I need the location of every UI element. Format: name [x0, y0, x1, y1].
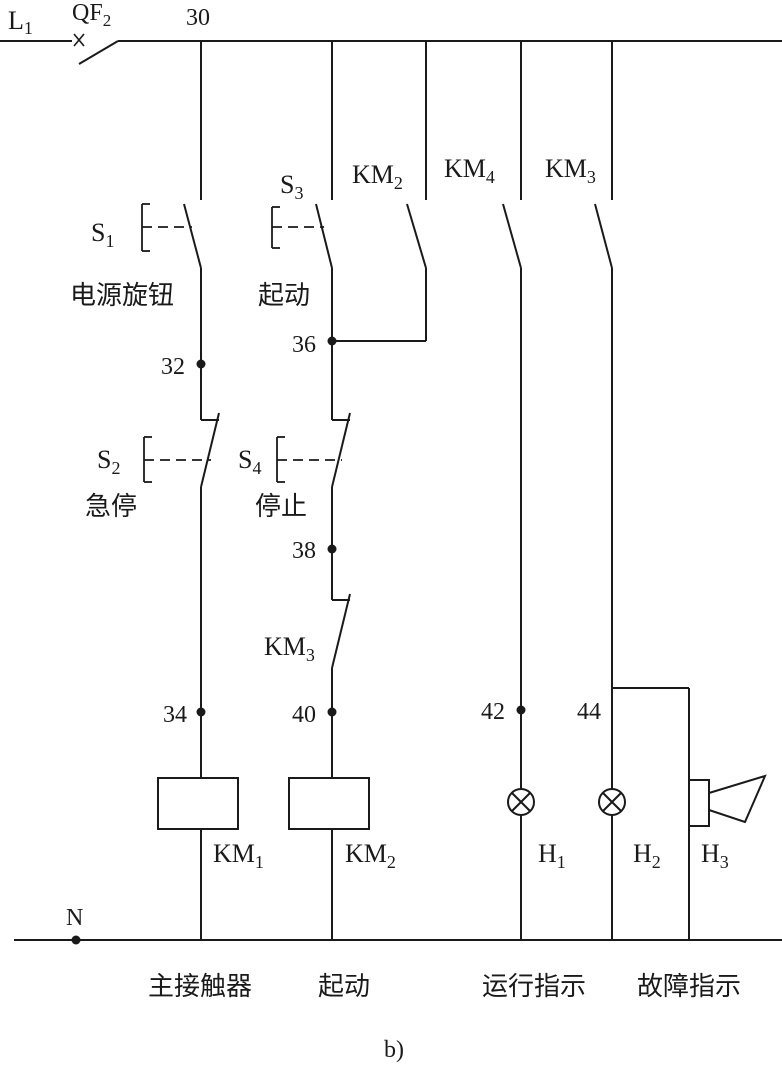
s2-label: S2 [97, 445, 120, 478]
s2-name: 急停 [85, 492, 137, 522]
node-32-label: 32 [161, 354, 185, 380]
node-44-label: 44 [577, 699, 601, 725]
s1-contact [141, 203, 202, 269]
km2-coil-label: KM2 [345, 839, 396, 872]
branch-run-indication [502, 41, 522, 940]
branch-label-main-contactor: 主接触器 [148, 972, 252, 1002]
node-32-dot [196, 359, 206, 369]
s4-label: S4 [238, 445, 261, 478]
branch-label-run-indication: 运行指示 [482, 972, 586, 1002]
neutral-junction [71, 935, 81, 945]
h2-label: H2 [633, 839, 661, 872]
s2-contact [143, 412, 220, 488]
km1-coil-label: KM1 [213, 839, 264, 872]
km3-nc-label: KM3 [264, 632, 315, 665]
s3-contact [271, 203, 333, 269]
km3-aux-label: KM3 [545, 154, 596, 187]
node-42-dot [516, 705, 526, 715]
km4-aux-label: KM4 [444, 154, 495, 187]
branch-label-fault-indication: 故障指示 [637, 972, 741, 1002]
s4-name: 停止 [255, 492, 307, 522]
km2-aux-contact [406, 203, 427, 269]
node-40-label: 40 [292, 702, 316, 728]
s1-name: 电源旋钮 [70, 281, 174, 311]
l1-label: L1 [8, 6, 33, 38]
node-42-label: 42 [481, 699, 505, 725]
node-40-dot [327, 707, 337, 717]
h2-lamp [598, 788, 626, 816]
neutral-label: N [66, 905, 83, 931]
node-34-dot [196, 707, 206, 717]
qf2-cross-mark [73, 33, 85, 47]
branch-label-start: 起动 [318, 972, 370, 1002]
km2-aux-label: KM2 [352, 160, 403, 193]
s4-contact [276, 412, 351, 488]
km2-coil [288, 777, 370, 830]
node-30-label: 30 [186, 5, 210, 31]
node-38-dot [327, 544, 337, 554]
node-34-label: 34 [163, 702, 187, 728]
h3-label: H3 [701, 839, 729, 872]
figure-caption: b) [384, 1037, 404, 1063]
qf2-breaker-blade [78, 40, 119, 65]
node-38-label: 38 [292, 538, 316, 564]
node-36-label: 36 [292, 332, 316, 358]
s3-label: S3 [280, 170, 303, 203]
s3-name: 起动 [258, 281, 310, 311]
h1-lamp [507, 788, 535, 816]
km1-coil [157, 777, 239, 830]
s1-label: S1 [91, 218, 114, 251]
node-36-dot [327, 336, 337, 346]
h1-label: H1 [538, 839, 566, 872]
qf2-label: QF2 [72, 0, 111, 30]
branch-fault-indication [594, 41, 690, 940]
labels: L1 QF2 30 S1 电源旋钮 S3 起动 KM2 KM4 KM3 32 3… [8, 0, 741, 1063]
h3-horn [688, 774, 767, 827]
rails [0, 40, 782, 941]
km3-nc-contact [331, 593, 351, 669]
